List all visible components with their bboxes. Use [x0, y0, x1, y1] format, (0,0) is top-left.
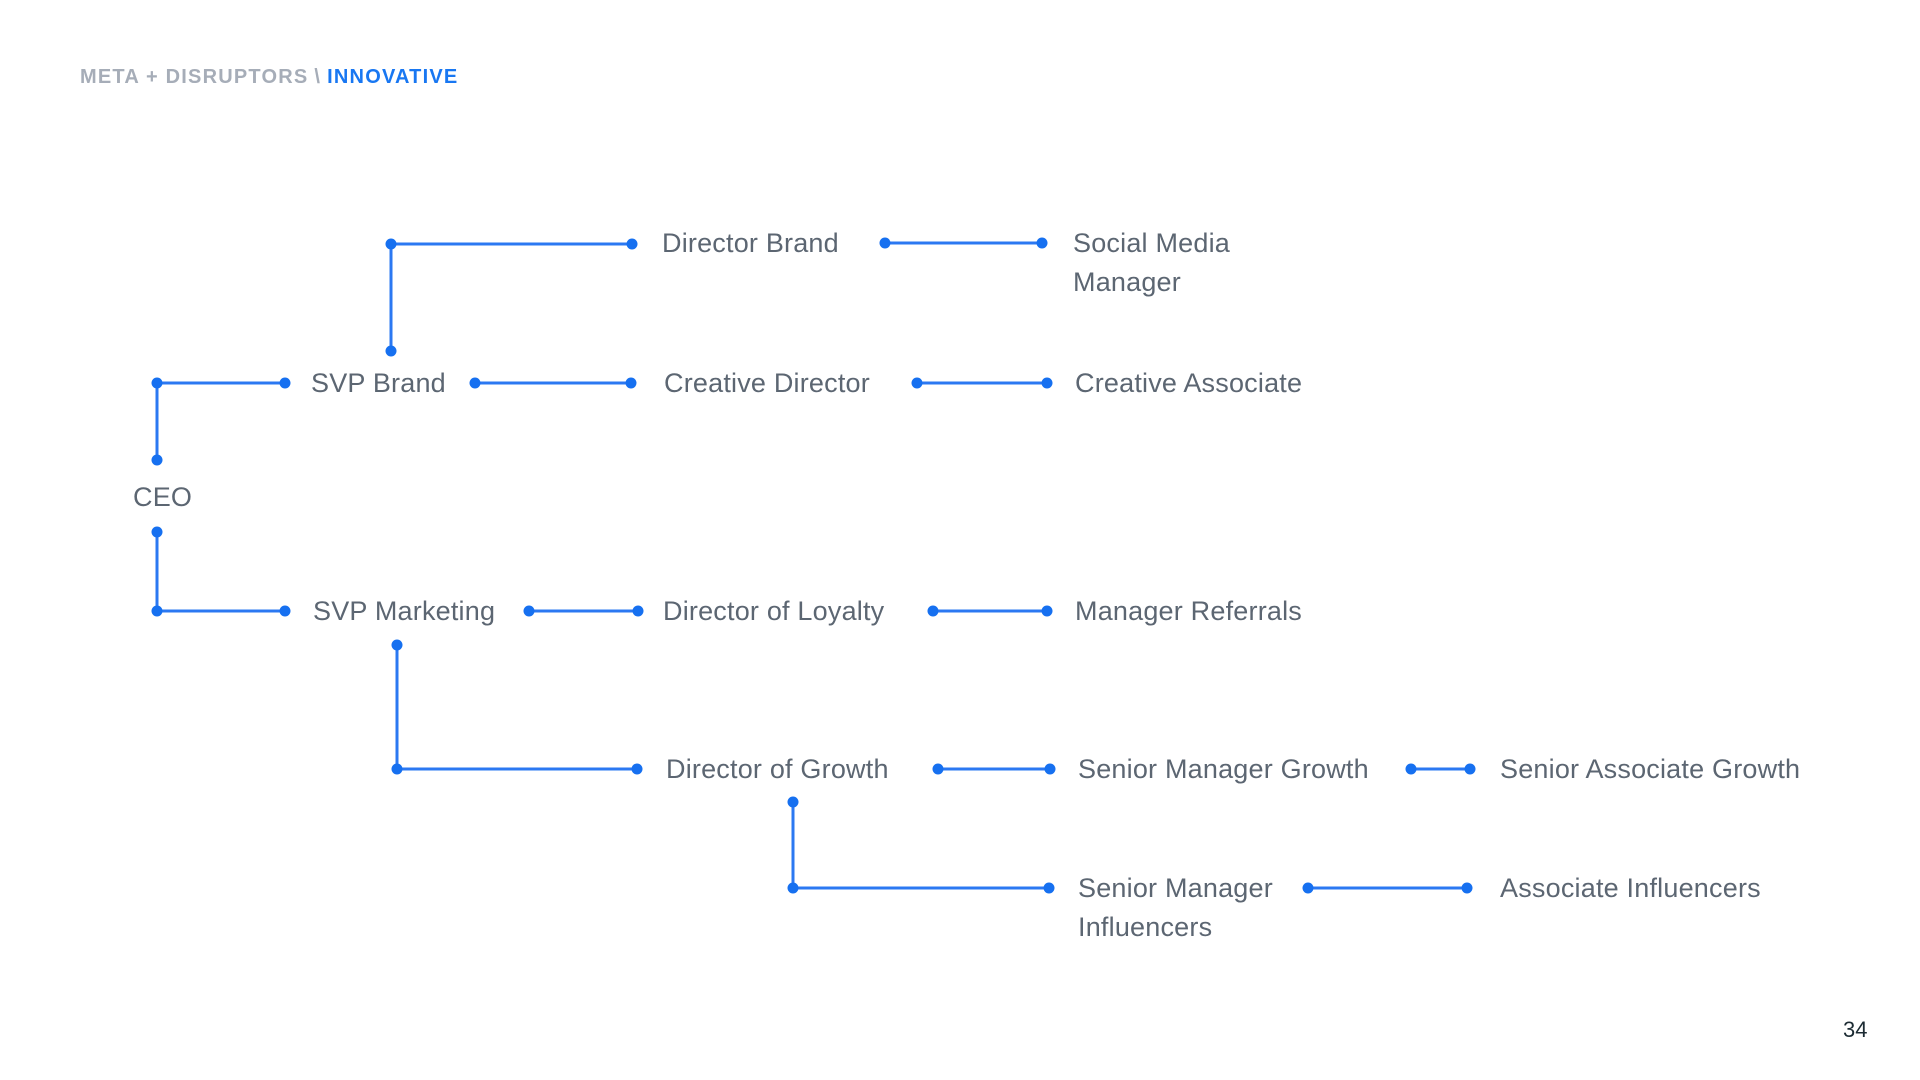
connector-dot: [385, 345, 397, 357]
connector-dot: [927, 605, 939, 617]
org-node-director-of-growth: Director of Growth: [666, 750, 889, 789]
connector-dot: [1405, 763, 1417, 775]
connector-dot: [279, 377, 291, 389]
connector-dot: [1041, 605, 1053, 617]
connector-dot: [1464, 763, 1476, 775]
connector-dot: [151, 605, 163, 617]
connector-dot: [1043, 882, 1055, 894]
org-node-label: Senior Manager: [1078, 872, 1273, 903]
connector-dot: [151, 377, 163, 389]
connector-dot: [626, 238, 638, 250]
org-node-associate-influencers: Associate Influencers: [1500, 869, 1761, 908]
org-node-label: Manager: [1073, 266, 1181, 297]
org-node-label: SVP Marketing: [313, 595, 496, 626]
connector-line-svp-marketing-to-director-of-growth: [395, 645, 637, 771]
connector-line-svp-brand-to-director-brand: [389, 242, 632, 351]
org-node-ceo: CEO: [133, 478, 192, 517]
org-node-senior-associate-growth: Senior Associate Growth: [1500, 750, 1800, 789]
org-node-label: Associate Influencers: [1500, 872, 1761, 903]
connector-dot: [523, 605, 535, 617]
connector-dot: [391, 763, 403, 775]
breadcrumb: META + DISRUPTORS\INNOVATIVE: [80, 66, 458, 89]
org-node-svp-brand: SVP Brand: [311, 364, 446, 403]
org-node-creative-associate: Creative Associate: [1075, 364, 1302, 403]
connector-dot: [385, 238, 397, 250]
connector-dot: [632, 605, 644, 617]
org-node-manager-referrals: Manager Referrals: [1075, 592, 1302, 631]
connector-line-ceo-to-svp-brand: [155, 381, 285, 460]
connector-line-director-of-growth-to-senior-manager-influencers: [791, 802, 1049, 890]
org-node-label: SVP Brand: [311, 367, 446, 398]
connector-dot: [1044, 763, 1056, 775]
connector-dot: [625, 377, 637, 389]
org-node-label: Creative Director: [664, 367, 870, 398]
org-node-director-brand: Director Brand: [662, 224, 839, 263]
connector-dot: [1036, 237, 1048, 249]
breadcrumb-separator: \: [314, 66, 322, 88]
org-node-creative-director: Creative Director: [664, 364, 870, 403]
org-node-label: Director of Loyalty: [663, 595, 885, 626]
connector-dot: [151, 526, 163, 538]
connector-dot: [787, 882, 799, 894]
page-number: 34: [1843, 1017, 1868, 1042]
org-node-label: CEO: [133, 481, 193, 512]
connector-dot: [279, 605, 291, 617]
connector-dot: [151, 454, 163, 466]
org-node-label: Influencers: [1078, 911, 1213, 942]
connector-dot: [631, 763, 643, 775]
connector-dot: [932, 763, 944, 775]
connector-dot: [469, 377, 481, 389]
org-node-label: Creative Associate: [1075, 367, 1303, 398]
org-node-label: Director of Growth: [666, 753, 889, 784]
org-node-label: Social Media: [1073, 227, 1230, 258]
org-node-label: Manager Referrals: [1075, 595, 1302, 626]
breadcrumb-current: INNOVATIVE: [327, 66, 459, 88]
org-node-label: Senior Manager Growth: [1078, 753, 1369, 784]
connector-dot: [1461, 882, 1473, 894]
connector-dot: [879, 237, 891, 249]
connector-line-ceo-to-svp-marketing: [155, 532, 285, 613]
org-node-director-of-loyalty: Director of Loyalty: [663, 592, 884, 631]
connector-dot: [787, 796, 799, 808]
org-node-label: Director Brand: [662, 227, 839, 258]
org-node-senior-manager-growth: Senior Manager Growth: [1078, 750, 1369, 789]
breadcrumb-root: META + DISRUPTORS: [80, 66, 309, 88]
connector-dot: [1302, 882, 1314, 894]
connector-dot: [1041, 377, 1053, 389]
org-node-label: Senior Associate Growth: [1500, 753, 1801, 784]
connector-dot: [391, 639, 403, 651]
connector-dot: [911, 377, 923, 389]
org-node-svp-marketing: SVP Marketing: [313, 592, 495, 631]
